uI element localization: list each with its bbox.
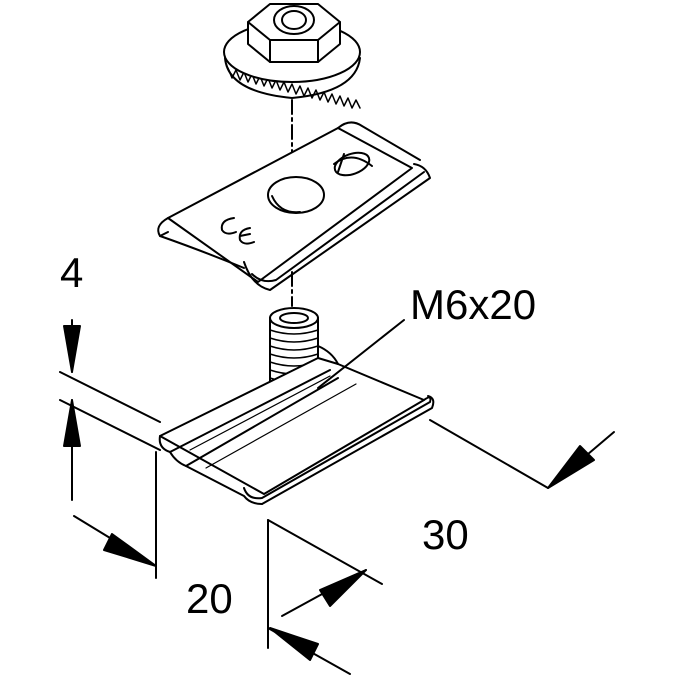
length-arrow <box>547 445 595 489</box>
base-clamp <box>158 345 435 505</box>
length-dimension-label: 30 <box>422 511 469 558</box>
dimension-width <box>73 451 157 579</box>
width-lower-arrow-up <box>319 569 367 607</box>
clamp-cover-plate <box>157 121 431 291</box>
height-dimension-label: 4 <box>60 249 84 296</box>
flange-nut <box>223 3 361 109</box>
height-arrow-top <box>63 325 81 373</box>
width-dimension-label: 20 <box>186 575 233 622</box>
logo-icon <box>333 151 371 177</box>
ce-mark-icon <box>220 217 237 235</box>
dimension-height <box>59 319 161 501</box>
width-arrow-left <box>103 533 157 567</box>
width-lower-arrow-down <box>269 627 319 661</box>
cover-bolt-hole <box>267 176 325 214</box>
dimension-length <box>429 419 615 489</box>
dimension-width-lower <box>267 519 383 675</box>
thread-label-leader <box>317 319 405 389</box>
thread-size-label: M6x20 <box>410 281 537 328</box>
nut-thread-hole <box>273 5 315 35</box>
height-arrow-bottom <box>63 399 81 447</box>
